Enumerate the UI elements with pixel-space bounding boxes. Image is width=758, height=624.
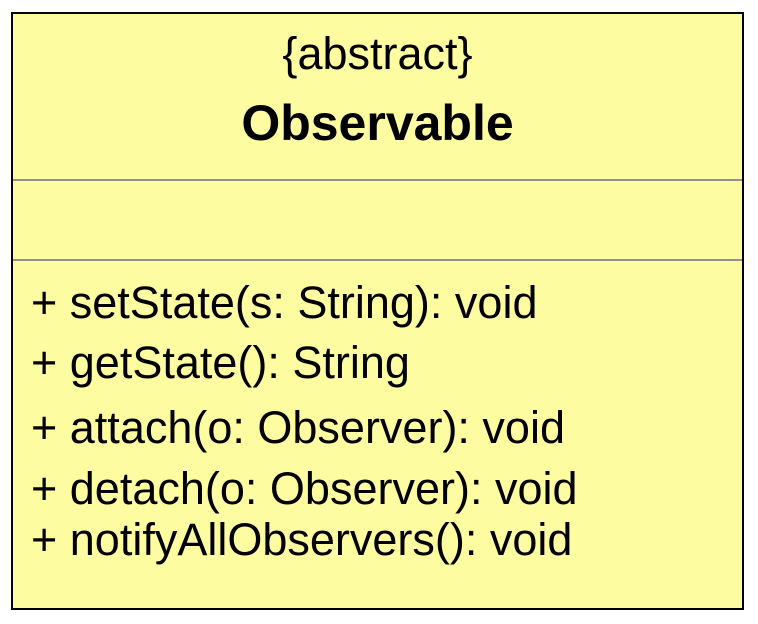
class-stereotype: {abstract} — [282, 28, 473, 79]
header-divider — [13, 179, 742, 181]
uml-class-observable: {abstract} Observable + setState(s: Stri… — [11, 12, 744, 610]
operation-get-state: + getState(): String — [31, 337, 410, 388]
class-header: {abstract} Observable — [13, 14, 742, 180]
operation-notify-all-observers: + notifyAllObservers(): void — [31, 514, 573, 565]
operation-attach: + attach(o: Observer): void — [31, 402, 565, 453]
operation-detach: + detach(o: Observer): void — [31, 463, 578, 514]
class-name: Observable — [241, 95, 514, 151]
attributes-divider — [13, 259, 742, 261]
operation-set-state: + setState(s: String): void — [31, 277, 538, 328]
operations-compartment: + setState(s: String): void + getState()… — [13, 261, 742, 601]
attributes-compartment — [13, 181, 742, 259]
